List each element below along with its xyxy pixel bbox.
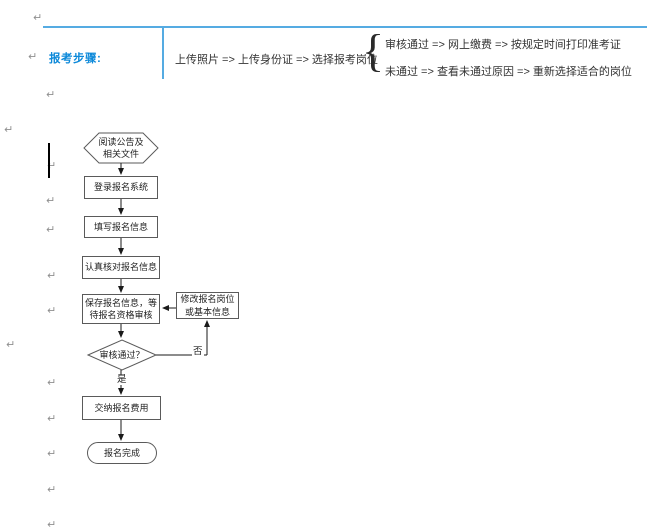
flow-node-finish[interactable]: 报名完成 — [87, 442, 157, 464]
flow-node-decision[interactable]: 审核通过？ — [99, 349, 145, 360]
paragraph-mark: ↵ — [46, 194, 56, 207]
header-label: 报考步骤: — [49, 53, 102, 65]
paragraph-mark: ↵ — [33, 11, 43, 24]
branch-fail-text: 未通过 => 查看未通过原因 => 重新选择适合的岗位 — [385, 66, 632, 78]
paragraph-mark: ↵ — [46, 223, 56, 236]
paragraph-mark: ↵ — [47, 518, 57, 531]
paragraph-mark: ↵ — [47, 412, 57, 425]
paragraph-mark: ↵ — [47, 447, 57, 460]
paragraph-mark: ↵ — [47, 483, 57, 496]
table-top-border — [43, 26, 647, 28]
label-no: 否 — [192, 346, 204, 357]
header-process-text: 上传照片 => 上传身份证 => 选择报考岗位 — [175, 54, 378, 66]
flow-node-fill[interactable]: 填写报名信息 — [84, 216, 158, 238]
paragraph-mark: ↵ — [47, 304, 57, 317]
hexagon-shape[interactable] — [83, 132, 159, 164]
branch-pass-text: 审核通过 => 网上缴费 => 按规定时间打印准考证 — [385, 39, 621, 51]
label-yes: 是 — [116, 374, 128, 385]
paragraph-mark: ↵ — [6, 338, 16, 351]
table-column-divider — [162, 28, 164, 79]
flow-node-modify[interactable]: 修改报名岗位 或基本信息 — [176, 292, 239, 319]
flow-node-login[interactable]: 登录报名系统 — [84, 176, 158, 199]
text-cursor — [48, 143, 50, 178]
paragraph-mark: ↵ — [46, 88, 56, 101]
paragraph-mark: ↵ — [28, 50, 38, 63]
paragraph-mark: ↵ — [47, 159, 57, 172]
paragraph-mark: ↵ — [47, 269, 57, 282]
paragraph-mark: ↵ — [47, 376, 57, 389]
paragraph-mark: ↵ — [4, 123, 14, 136]
brace-symbol: { — [362, 25, 385, 76]
flow-node-pay[interactable]: 交纳报名费用 — [82, 396, 161, 420]
flow-node-check[interactable]: 认真核对报名信息 — [82, 256, 160, 279]
flow-node-save[interactable]: 保存报名信息，等 待报名资格审核 — [82, 294, 160, 324]
flow-node-start[interactable]: 阅读公告及 相关文件 — [98, 136, 144, 159]
